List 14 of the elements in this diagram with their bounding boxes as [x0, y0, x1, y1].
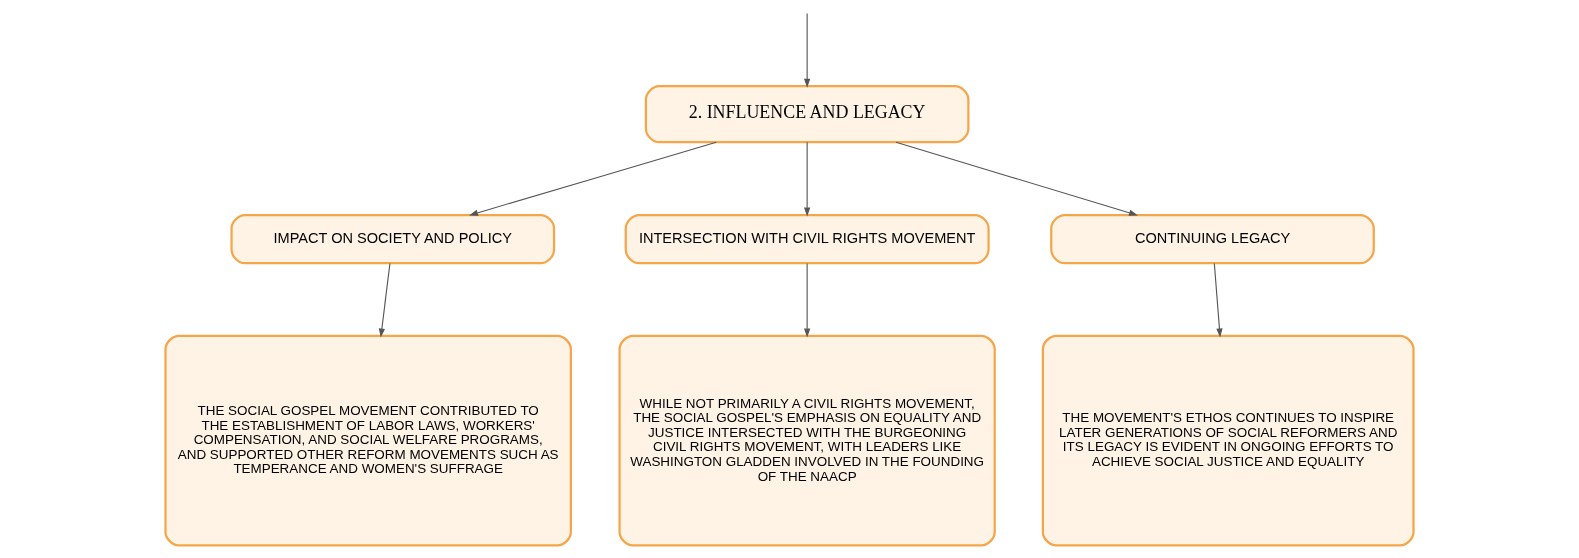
node-box: INTERSECTION WITH CIVIL RIGHTS MOVEMENT — [624, 213, 990, 265]
node-box: IMPACT ON SOCIETY AND POLICY — [230, 213, 556, 265]
arrow — [469, 141, 717, 216]
arrow — [804, 12, 811, 88]
node-box: WHILE NOT PRIMARILY A CIVIL RIGHTS MOVEMENT, THE SOCIAL GOSPEL'S EMPHASIS ON EQUALITY AND JUSTICE INTERSECTED WITH THE BURGEONING CIVIL RIGHTS MOVEMENT, WITH LEADERS LIKE WASHINGTON GLADDEN INVOLVED IN THE FOUNDING OF THE NAACP — [618, 334, 996, 547]
node-box: THE MOVEMENT'S ETHOS CONTINUES TO INSPIRE LATER GENERATIONS OF SOCIAL REFORMERS AND ITS LEGACY IS EVIDENT IN ONGOING EFFORTS TO ACHIEVE SOCIAL JUSTICE AND EQUALITY — [1041, 334, 1415, 547]
node-box: THE SOCIAL GOSPEL MOVEMENT CONTRIBUTED TO THE ESTABLISHMENT OF LABOR LAWS, WORKERS' COMPENSATION, AND SOCIAL WELFARE PROGRAMS, AND SUPPORTED OTHER REFORM MOVEMENTS SUCH AS TEMPERANCE AND WOMEN'S SUFFRAGE — [164, 334, 572, 547]
node-box: CONTINUING LEGACY — [1050, 213, 1375, 265]
arrow — [804, 141, 811, 217]
node-box: 2. INFLUENCE AND LEGACY — [644, 85, 970, 144]
arrow — [1213, 262, 1223, 338]
arrow — [804, 262, 811, 338]
arrow — [895, 141, 1138, 216]
arrow — [378, 262, 391, 338]
